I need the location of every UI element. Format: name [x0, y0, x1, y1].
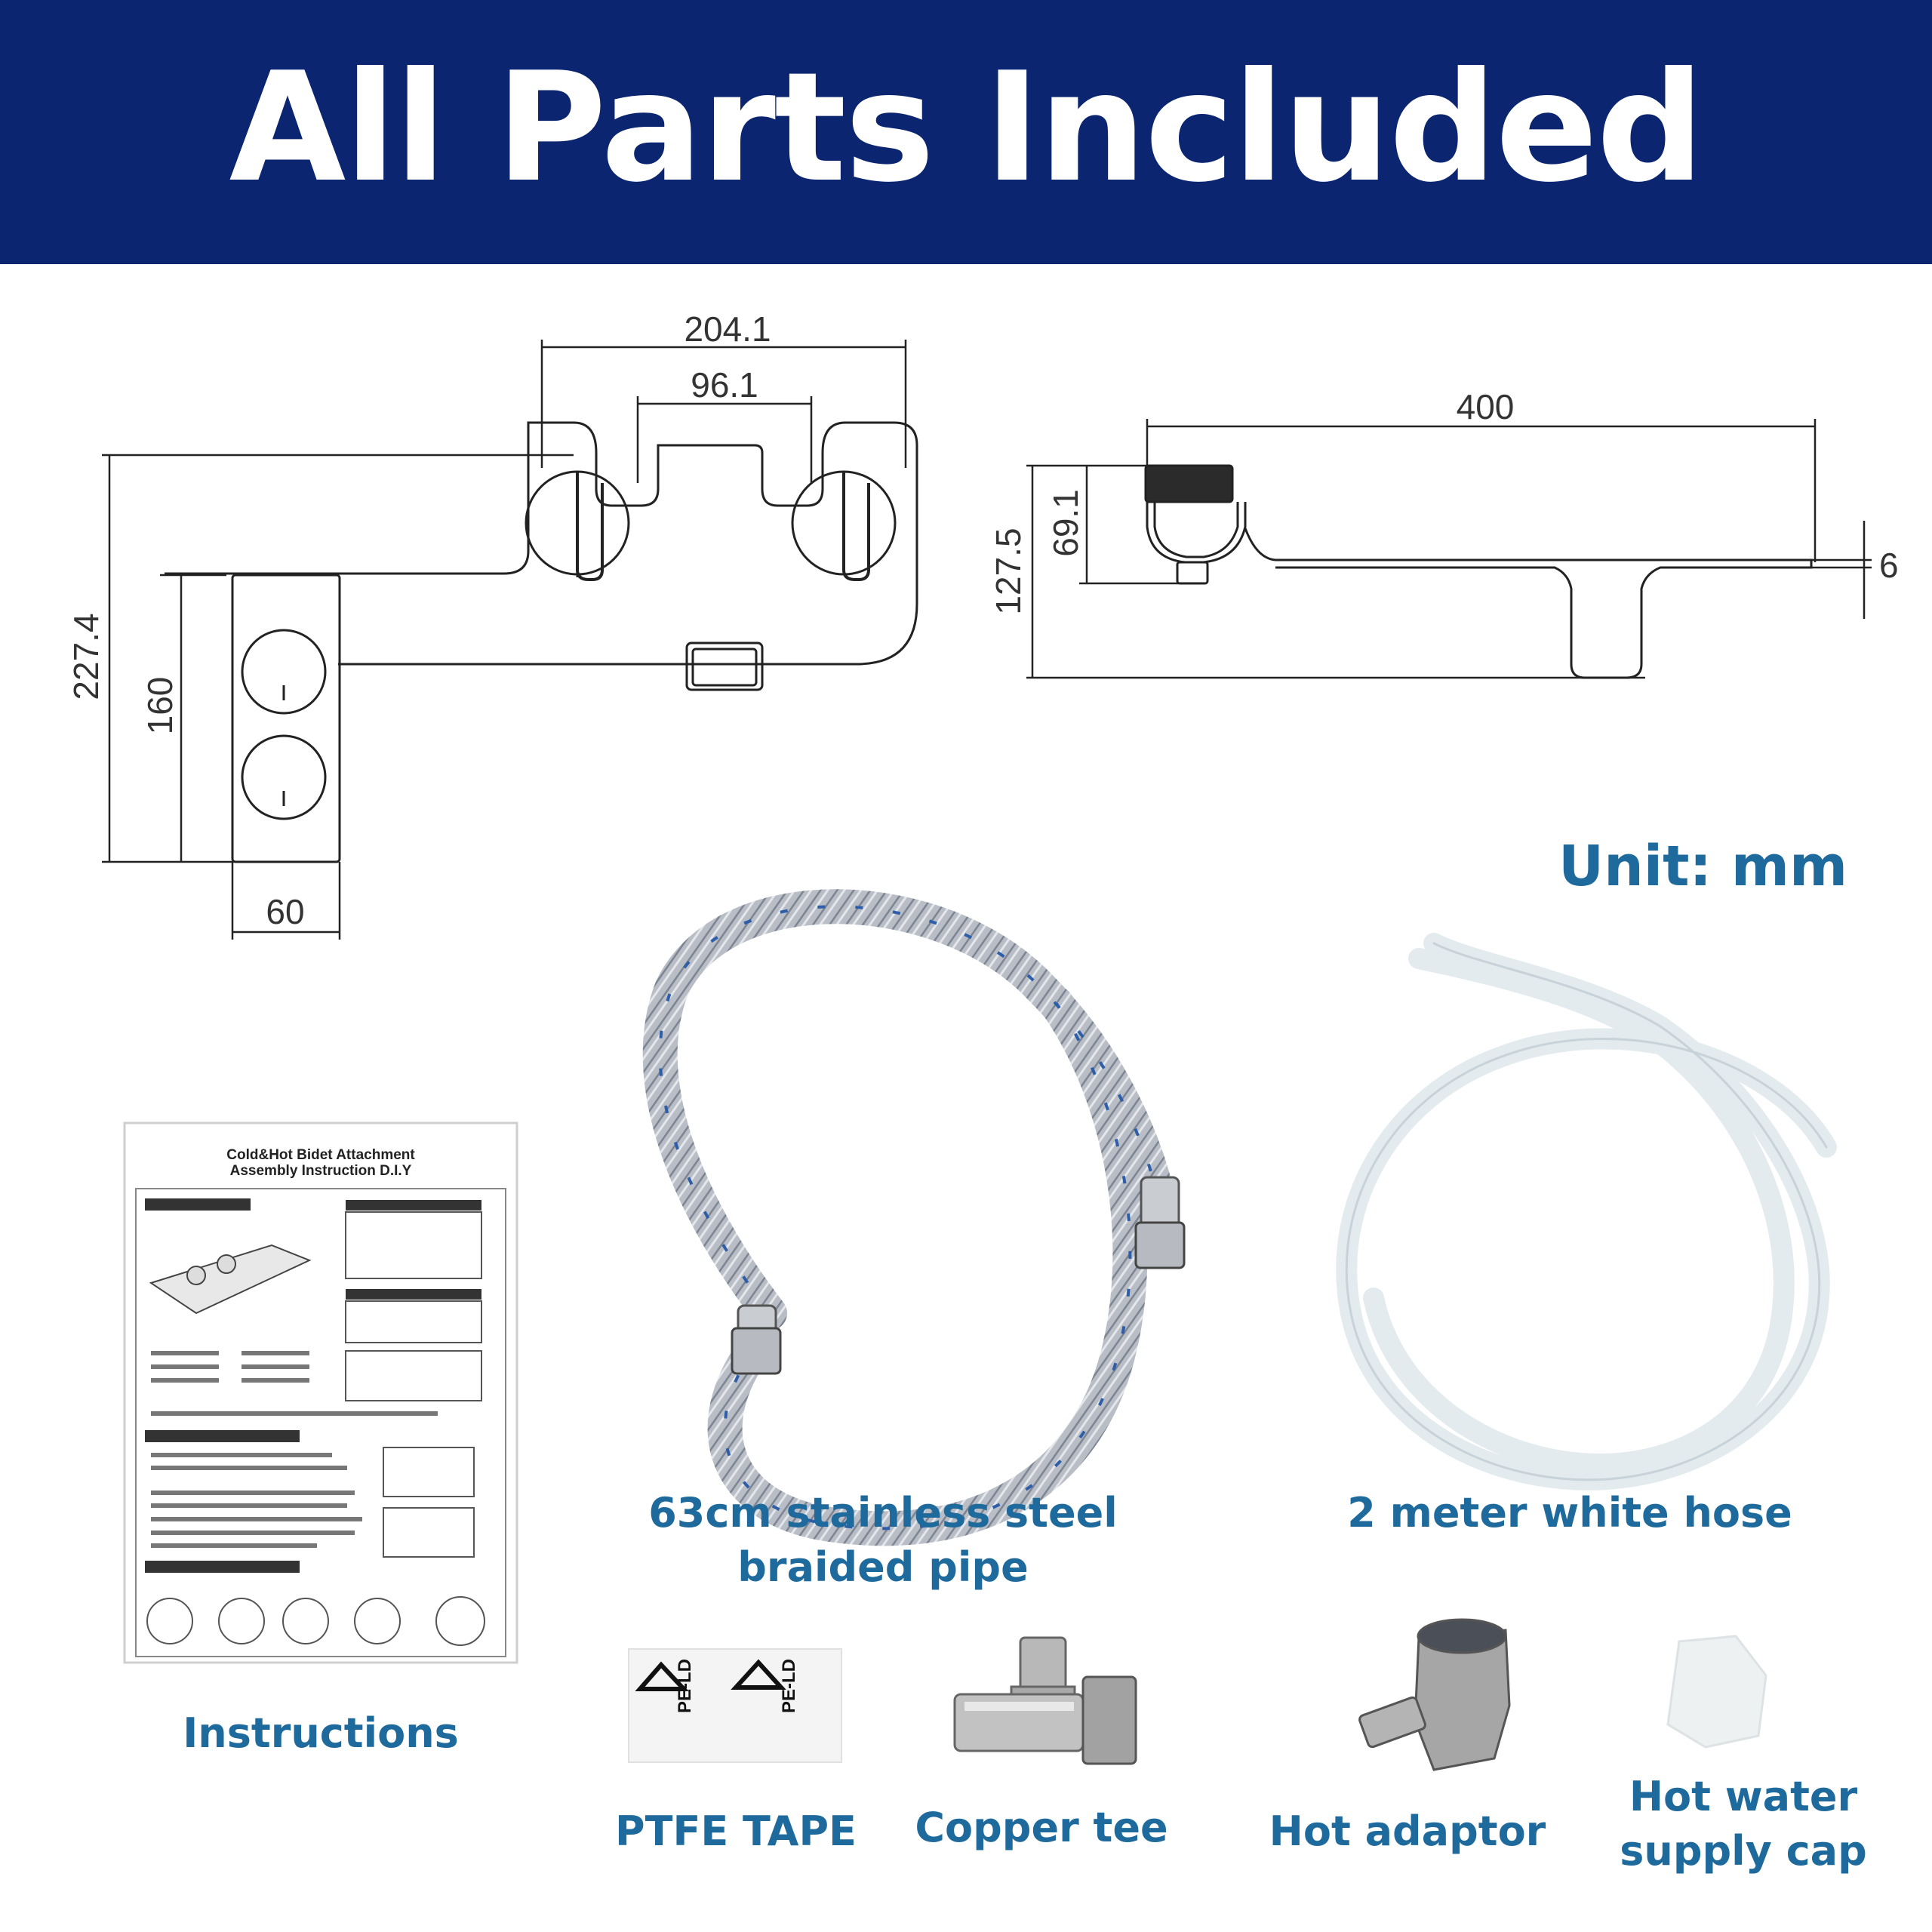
doc-title-line1: Cold&Hot Bidet Attachment: [226, 1147, 415, 1163]
ptfe-tape: PE-LD PE-LD: [628, 1648, 842, 1763]
caption-hot-cap-line1: Hot water: [1629, 1773, 1858, 1820]
white-hose: [1336, 933, 1837, 1491]
dim-height-side-label: 127.5: [989, 528, 1028, 614]
hot-water-cap: [1666, 1635, 1767, 1749]
dim-height-panel-label: 160: [140, 677, 180, 735]
braided-pipe: [642, 889, 1186, 1546]
dim-width-total-label: 204.1: [684, 309, 771, 349]
copper-tee: [953, 1636, 1137, 1765]
caption-ptfe-tape: PTFE TAPE: [615, 1807, 857, 1855]
page-title: All Parts Included: [229, 40, 1705, 216]
title-banner: All Parts Included: [0, 0, 1932, 264]
caption-braided-pipe-line1: 63cm stainless steel: [648, 1489, 1118, 1537]
hot-adaptor: [1358, 1618, 1511, 1771]
caption-braided-pipe-line2: braided pipe: [737, 1543, 1029, 1591]
top-view-outline: [165, 421, 918, 863]
side-view-dimensions: [1026, 419, 1872, 679]
ptfe-label-2: PE-LD: [779, 1659, 799, 1713]
dim-body-height-label: 69.1: [1046, 489, 1085, 557]
caption-hot-cap-line2: supply cap: [1620, 1827, 1867, 1875]
side-view-outline: [1144, 464, 1813, 679]
unit-label: Unit: mm: [1558, 834, 1848, 899]
top-view-dimensions: [102, 340, 907, 940]
caption-instructions: Instructions: [183, 1709, 459, 1757]
doc-title-line2: Assembly Instruction D.I.Y: [230, 1163, 412, 1179]
dim-height-total-label: 227.4: [66, 613, 106, 700]
dim-panel-width-label: 60: [266, 892, 304, 931]
caption-hot-adaptor: Hot adaptor: [1269, 1807, 1546, 1855]
dim-thickness-label: 6: [1879, 546, 1899, 585]
caption-white-hose: 2 meter white hose: [1347, 1489, 1792, 1537]
dim-length-label: 400: [1457, 387, 1515, 426]
ptfe-label-1: PE-LD: [675, 1659, 695, 1713]
dim-knob-spacing-label: 96.1: [691, 365, 758, 405]
instructions-sheet: Cold&Hot Bidet Attachment Assembly Instr…: [123, 1121, 518, 1664]
caption-copper-tee: Copper tee: [915, 1804, 1168, 1851]
